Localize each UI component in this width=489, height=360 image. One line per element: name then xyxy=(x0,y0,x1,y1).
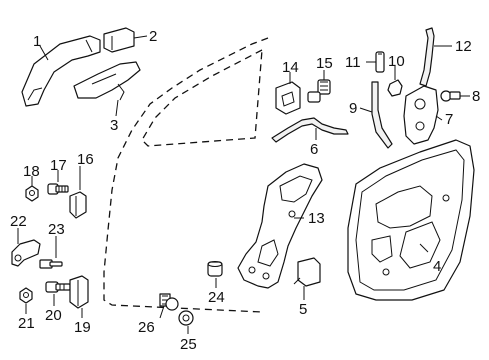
callout-17: 17 xyxy=(50,157,67,174)
callout-8: 8 xyxy=(472,88,480,105)
callout-14: 14 xyxy=(282,59,299,76)
bolt-17 xyxy=(47,183,69,195)
bushing-24 xyxy=(207,261,223,277)
callout-13: 13 xyxy=(308,210,325,227)
bumper-25 xyxy=(178,310,194,326)
screw-8 xyxy=(440,90,461,102)
nut-21 xyxy=(19,287,33,304)
callout-12: 12 xyxy=(455,38,472,55)
bracket-19 xyxy=(69,275,89,309)
latch-rod xyxy=(371,81,393,149)
callout-26: 26 xyxy=(138,319,155,336)
callout-9: 9 xyxy=(349,100,357,117)
callout-15: 15 xyxy=(316,55,333,72)
callout-21: 21 xyxy=(18,315,35,332)
door-shell-outline xyxy=(103,37,269,313)
lock-rod xyxy=(375,51,385,73)
bolt-20 xyxy=(45,281,71,293)
callout-labels: 1 2 3 4 5 6 7 8 9 10 11 12 13 14 15 16 1… xyxy=(10,28,480,353)
door-trim-panel xyxy=(347,139,475,301)
callout-3: 3 xyxy=(110,117,118,134)
handle-cap xyxy=(103,27,135,53)
callout-20: 20 xyxy=(45,307,62,324)
door-window-frame xyxy=(141,49,263,147)
callout-11: 11 xyxy=(345,54,361,71)
stud-26 xyxy=(159,293,179,311)
callout-18: 18 xyxy=(23,163,40,180)
lock-actuator xyxy=(403,85,439,145)
callout-6: 6 xyxy=(310,141,318,158)
link-rod xyxy=(419,27,435,87)
rod-clip xyxy=(387,79,403,97)
latch-cover xyxy=(293,257,321,287)
leader-lines xyxy=(17,35,470,334)
handle-bracket xyxy=(73,61,141,101)
bracket-16 xyxy=(69,191,87,219)
callout-10: 10 xyxy=(388,53,405,70)
latch-module xyxy=(237,163,323,289)
nut-18 xyxy=(25,185,39,202)
handle-link xyxy=(11,239,41,267)
callout-19: 19 xyxy=(74,319,91,336)
callout-16: 16 xyxy=(77,151,94,168)
callout-25: 25 xyxy=(180,336,197,353)
callout-5: 5 xyxy=(299,301,307,318)
lock-cable xyxy=(271,117,349,143)
bolt-23 xyxy=(39,259,63,269)
callout-24: 24 xyxy=(208,289,225,306)
screw-15 xyxy=(307,79,331,103)
callout-22: 22 xyxy=(10,213,27,230)
outside-handle xyxy=(21,35,101,107)
callout-7: 7 xyxy=(445,111,453,128)
callout-2: 2 xyxy=(149,28,157,45)
callout-23: 23 xyxy=(48,221,65,238)
callout-4: 4 xyxy=(433,258,441,275)
callout-1: 1 xyxy=(33,33,41,50)
lock-bracket xyxy=(275,81,301,115)
